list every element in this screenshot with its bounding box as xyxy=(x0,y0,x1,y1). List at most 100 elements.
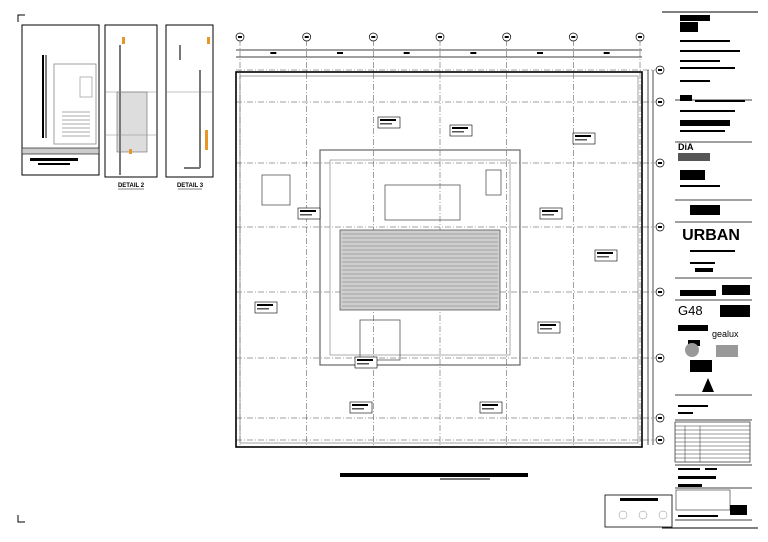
title-block-text xyxy=(680,67,735,69)
title-block-text xyxy=(680,120,730,126)
grid-bubble-label xyxy=(438,36,442,38)
dimension-text xyxy=(537,52,543,54)
logo-gealux: gealux xyxy=(712,329,739,339)
title-block-text xyxy=(680,15,710,21)
annotation-tag-text xyxy=(352,408,364,410)
crop-mark-bottom-left xyxy=(17,515,25,523)
annotation-tag-text xyxy=(452,131,464,133)
annotation-tag-text xyxy=(540,328,552,330)
annotation-tag-text xyxy=(597,256,609,258)
title-block-text xyxy=(680,40,730,42)
annotation-tag-text xyxy=(597,252,613,254)
title-block-text xyxy=(680,130,725,132)
detail-1-viewport xyxy=(21,24,100,176)
annotation-tag xyxy=(539,207,563,220)
grid-bubble-label xyxy=(658,291,662,293)
annotation-tag-text xyxy=(352,404,368,406)
annotation-tag xyxy=(254,301,278,314)
annotation-tag-text xyxy=(357,363,369,365)
title-block-text xyxy=(678,515,718,517)
title-block-text xyxy=(722,285,750,295)
dimension-text xyxy=(603,52,610,54)
core xyxy=(261,149,521,366)
logo-g48: G48 xyxy=(678,303,703,318)
annotation-tags xyxy=(254,116,618,414)
annotation-tag xyxy=(354,356,378,369)
grid-bubbles xyxy=(235,32,665,445)
annotation-tag-text xyxy=(380,123,392,125)
detail-3-label: DETAIL 3 xyxy=(177,183,204,189)
drawing-title xyxy=(340,473,528,480)
crop-mark-top-left xyxy=(17,14,25,22)
detail-2-label: DETAIL 2 xyxy=(118,183,145,189)
title-block-text xyxy=(695,100,745,102)
title-block-text xyxy=(678,325,708,331)
annotation-tag-text xyxy=(482,408,494,410)
title-block-text xyxy=(678,476,716,479)
title-block-text xyxy=(680,170,705,180)
annotation-tag-text xyxy=(300,210,316,212)
title-block-text xyxy=(720,305,750,317)
annotation-tag-text xyxy=(380,119,396,121)
title-block-text xyxy=(680,110,735,112)
annotation-tag-text xyxy=(542,214,554,216)
title-block-text xyxy=(680,80,710,82)
annotation-tag-text xyxy=(542,210,558,212)
dimension-text xyxy=(403,52,410,54)
stamp-box xyxy=(604,494,673,528)
annotation-tag xyxy=(594,249,618,262)
annotation-tag xyxy=(349,401,373,414)
grid-bubble-label xyxy=(238,36,242,38)
title-block-text xyxy=(680,50,740,52)
title-block-text xyxy=(690,205,720,215)
revision-table xyxy=(674,421,751,463)
grid-bubble-label xyxy=(504,36,509,38)
title-block-text xyxy=(678,405,708,407)
dimension-text xyxy=(337,52,343,54)
annotation-tag xyxy=(537,321,561,334)
title-block-text xyxy=(680,60,720,62)
title-block-text xyxy=(680,95,692,101)
title-block-text xyxy=(690,360,712,372)
annotation-tag-text xyxy=(575,139,587,141)
title-block-text xyxy=(678,468,700,470)
grid-bubble-label xyxy=(658,226,662,228)
annotation-tag-text xyxy=(575,135,591,137)
grid-bubble-label xyxy=(371,36,376,38)
dimension-lines xyxy=(236,49,654,445)
annotation-tag-text xyxy=(482,404,498,406)
logo-urban: URBAN xyxy=(682,227,740,244)
grid-bubble-label xyxy=(304,36,309,38)
title-block-text xyxy=(695,268,713,272)
title-block-text xyxy=(690,262,715,264)
annotation-tag-text xyxy=(357,359,373,361)
title-block-text xyxy=(680,22,698,32)
floor-plan xyxy=(235,32,665,448)
annotation-tag-text xyxy=(300,214,312,216)
annotation-tag-text xyxy=(257,304,273,306)
grid-bubble-label xyxy=(571,36,576,38)
grid-bubble-label xyxy=(638,36,642,38)
logo-dia: DiA xyxy=(678,142,694,152)
title-block-text xyxy=(678,412,693,414)
annotation-tag xyxy=(377,116,401,129)
title-block-text xyxy=(680,290,716,296)
dimension-text xyxy=(470,52,477,54)
detail-2-viewport: DETAIL 2 xyxy=(104,24,158,190)
annotation-tag-text xyxy=(452,127,468,129)
title-block-text xyxy=(690,250,735,252)
detail-3-viewport: DETAIL 3 xyxy=(165,24,214,190)
annotation-tag xyxy=(479,401,503,414)
grid-bubble-label xyxy=(658,101,662,103)
title-block-text xyxy=(705,468,717,470)
title-block-text xyxy=(688,340,700,346)
title-block-text xyxy=(680,185,720,187)
annotation-tag-text xyxy=(540,324,556,326)
annotation-tag xyxy=(449,124,473,137)
annotation-tag-text xyxy=(257,308,269,310)
annotation-tag xyxy=(572,132,596,145)
building-outline xyxy=(235,71,643,448)
grid-bubble-label xyxy=(658,162,662,164)
annotation-tag xyxy=(297,207,321,220)
